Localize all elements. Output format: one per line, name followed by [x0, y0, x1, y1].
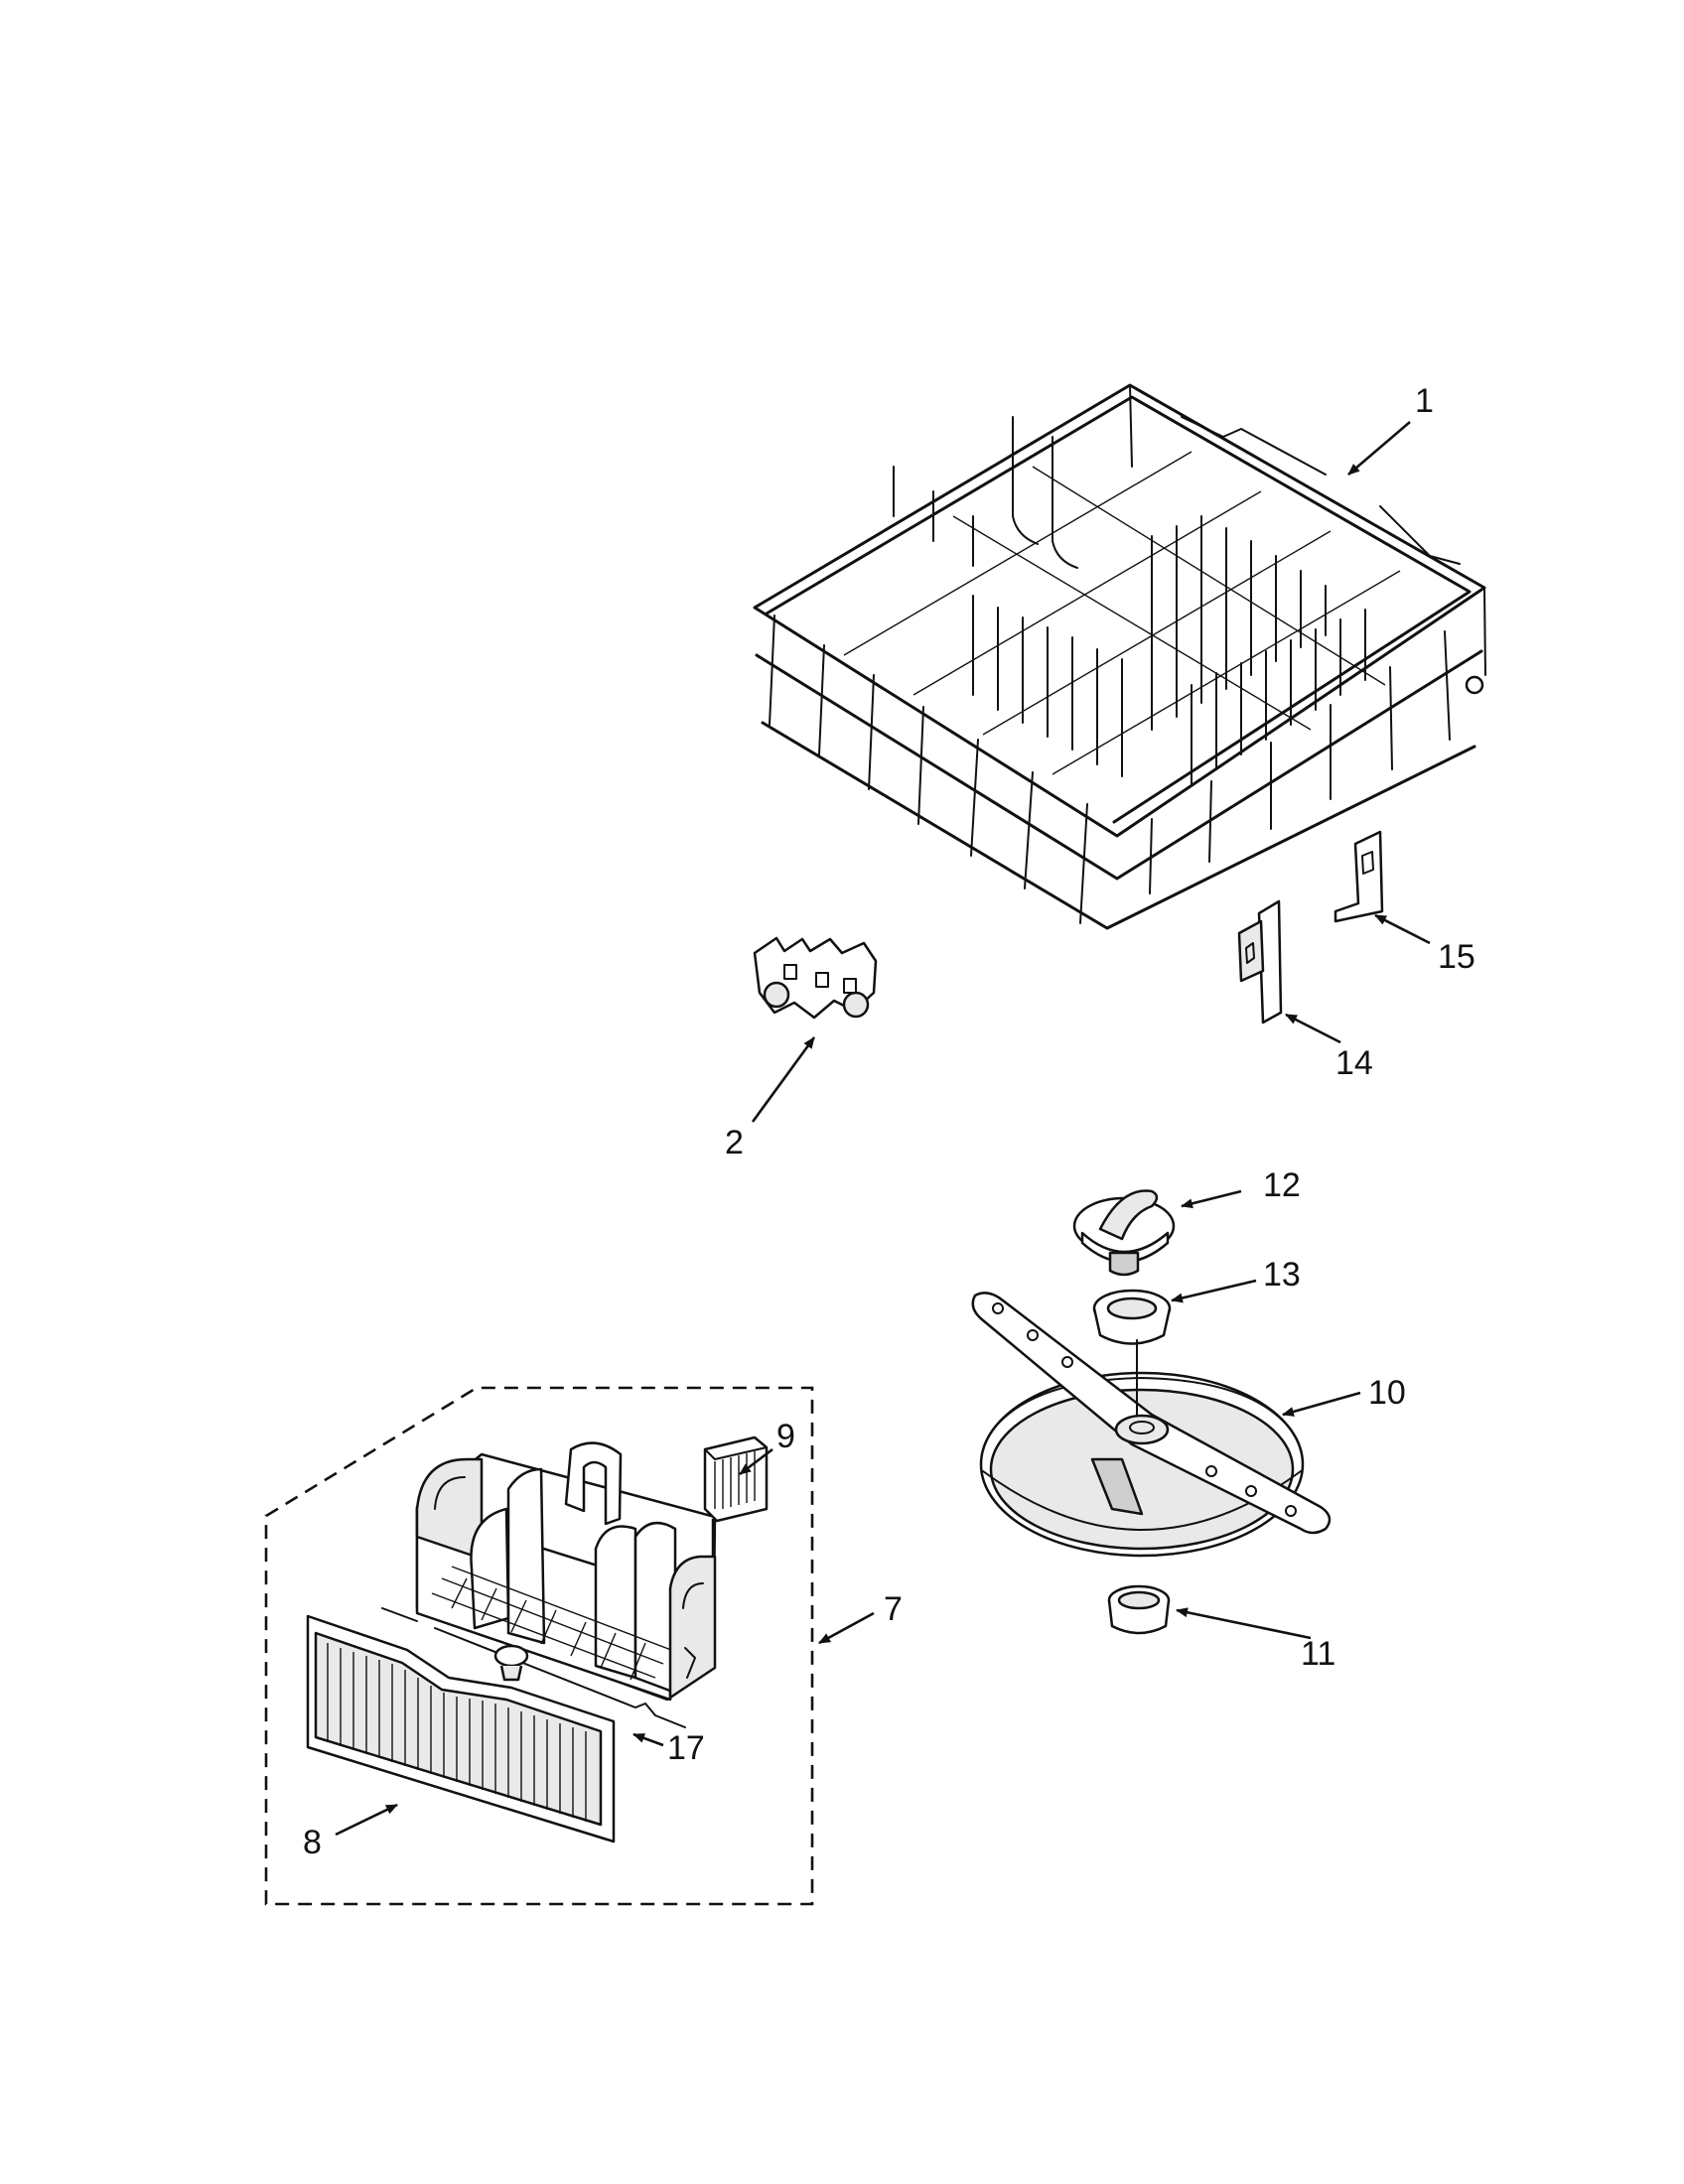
basket-hinge-rod[interactable] — [381, 1607, 686, 1728]
rack-wheel-assembly[interactable] — [753, 936, 878, 1020]
silverware-basket[interactable] — [415, 1441, 717, 1702]
callout-12: 12 — [1263, 1166, 1301, 1204]
callout-arrows — [335, 421, 1431, 1837]
callout-7: 7 — [884, 1590, 903, 1628]
callout-1: 1 — [1415, 382, 1434, 420]
lower-dishrack[interactable] — [753, 383, 1486, 930]
lower-spray-arm-assembly[interactable] — [971, 1292, 1332, 1558]
spray-arm-seal-ring[interactable] — [1107, 1584, 1171, 1635]
basket-lid[interactable] — [306, 1614, 616, 1843]
callout-11: 11 — [1301, 1635, 1335, 1673]
rack-bracket-part-15[interactable] — [1333, 830, 1384, 923]
callout-8: 8 — [303, 1824, 322, 1861]
callout-9: 9 — [776, 1418, 795, 1455]
callout-2: 2 — [725, 1124, 744, 1161]
callout-15: 15 — [1438, 938, 1475, 976]
callout-17: 17 — [667, 1729, 705, 1767]
callout-labels: 1 2 7 8 9 10 11 12 13 14 15 17 — [303, 382, 1475, 1861]
basket-cover-part-9[interactable] — [703, 1435, 769, 1523]
callout-14: 14 — [1335, 1044, 1373, 1082]
rack-stop-part-14[interactable] — [1237, 899, 1283, 1024]
spray-arm-nut[interactable] — [1072, 1189, 1176, 1277]
callout-10: 10 — [1368, 1374, 1406, 1412]
callout-13: 13 — [1263, 1256, 1301, 1294]
bearing-ring[interactable] — [1092, 1289, 1172, 1345]
